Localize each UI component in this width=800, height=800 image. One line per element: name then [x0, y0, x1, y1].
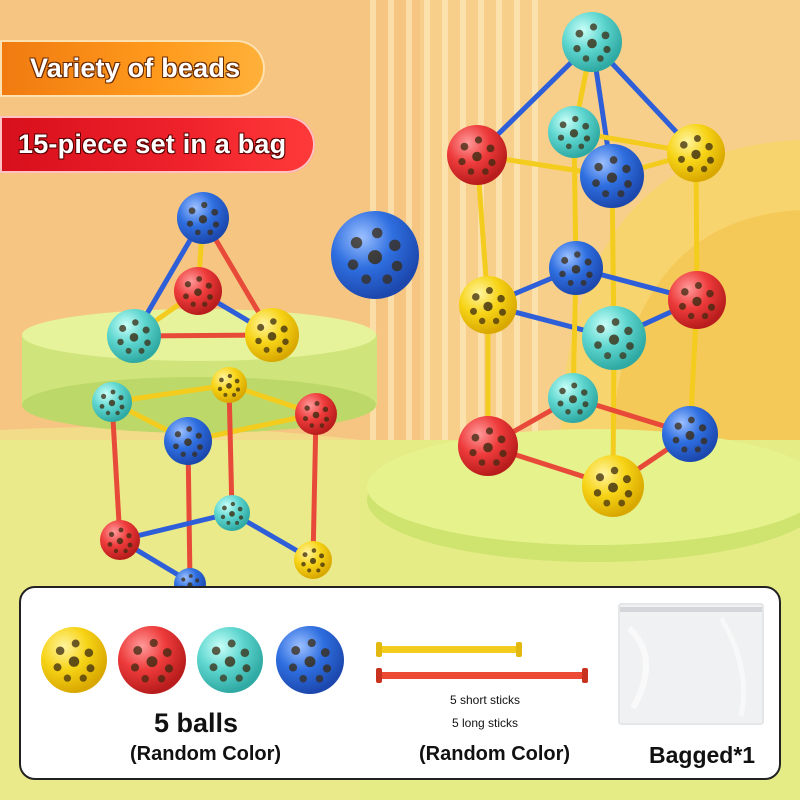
- red-bead: [447, 125, 507, 185]
- balls-color-note: (Random Color): [130, 743, 282, 765]
- cyan-bead: [107, 309, 161, 363]
- red-bead: [668, 271, 726, 329]
- cyan-bead: [548, 373, 598, 423]
- blue-bead: [177, 192, 229, 244]
- cyan-bead: [582, 306, 646, 370]
- yellow-bead: [582, 455, 644, 517]
- cyan-bead: [214, 495, 250, 531]
- red-bead: [458, 416, 518, 476]
- short-sticks-label: 5 short sticks: [450, 693, 521, 707]
- yellow-bead: [245, 308, 299, 362]
- red-stick-icon: [376, 668, 588, 683]
- yellow-bead-icon: [41, 627, 107, 693]
- package-contents-panel: 5 balls (Random Color) 5 short sticks 5 …: [19, 586, 781, 780]
- balls-count-label: 5 balls: [154, 708, 239, 738]
- yellow-stick-icon: [376, 642, 522, 657]
- contents-illustrations: [41, 603, 764, 725]
- variety-banner-text: Variety of beads: [30, 53, 241, 83]
- yellow-bead: [459, 276, 517, 334]
- yellow-bead: [211, 367, 247, 403]
- red-bead: [100, 520, 140, 560]
- bag-label: Bagged*1: [649, 742, 756, 768]
- blue-bead: [580, 144, 644, 208]
- set-banner: 15-piece set in a bag: [0, 116, 315, 173]
- long-sticks-label: 5 long sticks: [452, 716, 519, 730]
- variety-banner: Variety of beads: [0, 40, 265, 97]
- red-bead-icon: [118, 626, 186, 694]
- blue-bead: [549, 241, 603, 295]
- cyan-bead-icon: [197, 627, 263, 693]
- tower-beads: [447, 12, 726, 517]
- yellow-bead: [294, 541, 332, 579]
- blue-bead: [662, 406, 718, 462]
- yellow-bead: [667, 124, 725, 182]
- loose-blue-bead: [331, 211, 419, 299]
- blue-bead: [164, 417, 212, 465]
- sticks-color-note: (Random Color): [419, 743, 571, 765]
- red-bead: [295, 393, 337, 435]
- cyan-bead: [548, 106, 600, 158]
- left-cube-beads: [92, 367, 337, 600]
- small-pyramid-beads: [107, 192, 299, 363]
- cyan-bead: [92, 382, 132, 422]
- red-bead: [174, 267, 222, 315]
- blue-bead-icon: [276, 626, 344, 694]
- set-banner-text: 15-piece set in a bag: [18, 129, 287, 159]
- zip-bag-icon: [618, 603, 764, 725]
- cyan-bead: [562, 12, 622, 72]
